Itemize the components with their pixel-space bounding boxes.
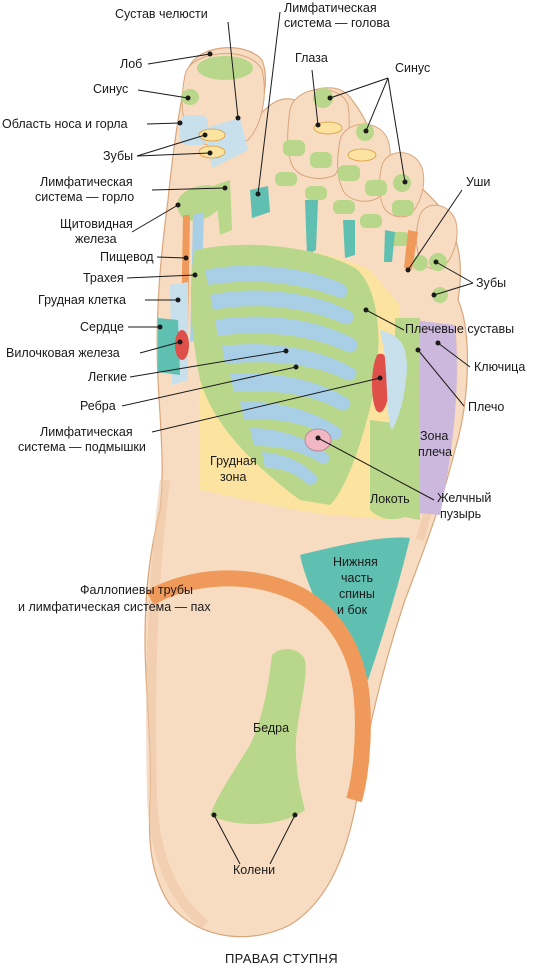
label-gallbladder-2: пузырь	[440, 507, 481, 521]
lymph-head-zone	[250, 186, 270, 218]
diagram-caption: ПРАВАЯ СТУПНЯ	[225, 951, 338, 966]
label-shoulder: Плечо	[468, 400, 504, 414]
label-teeth-right: Зубы	[476, 276, 506, 290]
sinus-toe2	[313, 88, 333, 108]
label-fallopian-2: и лимфатическая система — пах	[18, 600, 211, 614]
ear-zone	[404, 230, 418, 270]
label-lymph-throat-2: система — горло	[35, 190, 134, 204]
label-shoulder-zone-2: плеча	[418, 445, 452, 459]
label-sinus-left: Синус	[93, 82, 128, 96]
teeth-upper	[198, 128, 226, 142]
label-clavicle: Ключица	[474, 360, 525, 374]
label-shoulder-joints: Плечевые суставы	[405, 322, 514, 336]
sinus-toe4	[393, 174, 411, 192]
label-gallbladder-1: Желчный	[437, 491, 491, 505]
forehead-zone	[197, 56, 253, 80]
label-lower-back-1: Нижняя	[333, 555, 378, 569]
label-lymph-armpit-1: Лимфатическая	[40, 425, 133, 439]
label-thyroid-2: железа	[75, 232, 117, 246]
groin-band	[146, 570, 371, 803]
label-chest-zone-1: Грудная	[210, 454, 257, 468]
label-eyes: Глаза	[295, 51, 328, 65]
label-chest-zone-2: зона	[220, 470, 246, 484]
clavicle-zone	[380, 330, 407, 430]
thymus-zone	[175, 330, 189, 360]
label-elbow: Локоть	[370, 492, 410, 506]
label-lymph-throat-1: Лимфатическая	[40, 175, 133, 189]
elbow-zone	[370, 420, 410, 520]
label-ears: Уши	[466, 175, 490, 189]
label-thymus: Вилочковая железа	[6, 346, 120, 360]
hip-zone	[210, 648, 306, 825]
label-shoulder-zone-1: Зона	[420, 429, 448, 443]
label-ribcage: Грудная клетка	[38, 293, 126, 307]
label-thyroid-1: Щитовидная	[60, 217, 133, 231]
label-lymph-armpit-2: система — подмышки	[18, 440, 146, 454]
eye-zone-2	[347, 148, 377, 162]
label-teeth-left: Зубы	[103, 149, 133, 163]
label-hips: Бедра	[253, 721, 289, 735]
label-lungs: Легкие	[88, 370, 127, 384]
heart-zone	[158, 318, 180, 375]
lymph-throat-zone	[215, 180, 232, 235]
label-knees: Колени	[233, 863, 275, 877]
shoulder-zones	[370, 318, 457, 520]
thyroid-zone	[177, 185, 226, 221]
label-jaw-joint: Сустав челюсти	[115, 7, 208, 21]
label-ribs: Ребра	[80, 399, 116, 413]
chest-zones	[158, 244, 400, 520]
label-lower-back-2: часть	[341, 571, 373, 585]
label-lymph-head-2: система — голова	[284, 16, 390, 30]
eye-zone-1	[313, 121, 343, 135]
label-lymph-head-1: Лимфатическая	[284, 1, 377, 15]
label-esophagus: Пищевод	[100, 250, 154, 264]
lower-back-zone	[300, 537, 410, 680]
label-lower-back-3: спины	[339, 587, 375, 601]
labels: Сустав челюсти Лимфатическая система — г…	[2, 1, 525, 877]
label-trachea: Трахея	[83, 271, 124, 285]
label-sinus-right: Синус	[395, 61, 430, 75]
label-lower-back-4: и бок	[337, 603, 368, 617]
label-heart: Сердце	[80, 320, 124, 334]
label-nose-throat: Область носа и горла	[2, 117, 128, 131]
lower-zones	[146, 537, 410, 825]
label-forehead: Лоб	[120, 57, 142, 71]
sinus-toe5b	[432, 287, 448, 303]
lymph-armpit-zone	[372, 353, 391, 413]
label-fallopian-1: Фаллопиевы трубы	[80, 583, 193, 597]
